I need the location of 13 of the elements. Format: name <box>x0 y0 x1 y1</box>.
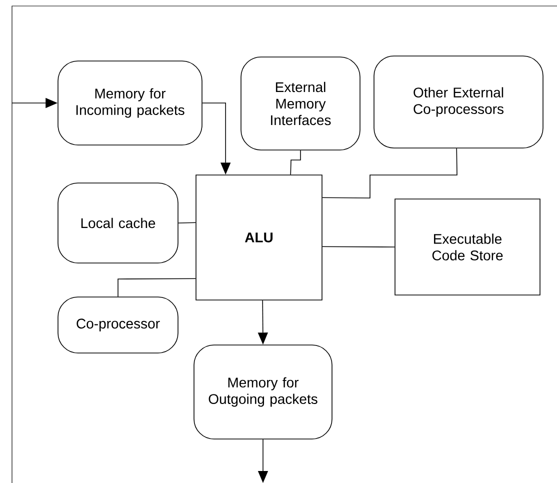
coprocessor-box: Co-processor <box>58 296 178 354</box>
code-store-box: Executable Code Store <box>394 198 540 296</box>
connector-line <box>322 148 458 198</box>
memory-box: Memory for Incoming packets <box>58 60 202 146</box>
connector-line <box>322 246 395 248</box>
interface-box: External Memory Interfaces <box>240 56 360 150</box>
coprocessor-box: Other External Co-processors <box>374 56 544 148</box>
connector-line <box>290 150 301 175</box>
connector-line <box>178 222 196 224</box>
memory-box: Memory for Outgoing packets <box>194 344 332 440</box>
alu-box: ALU <box>196 174 322 300</box>
cache-box: Local cache <box>58 182 178 264</box>
connector-line <box>118 278 196 297</box>
